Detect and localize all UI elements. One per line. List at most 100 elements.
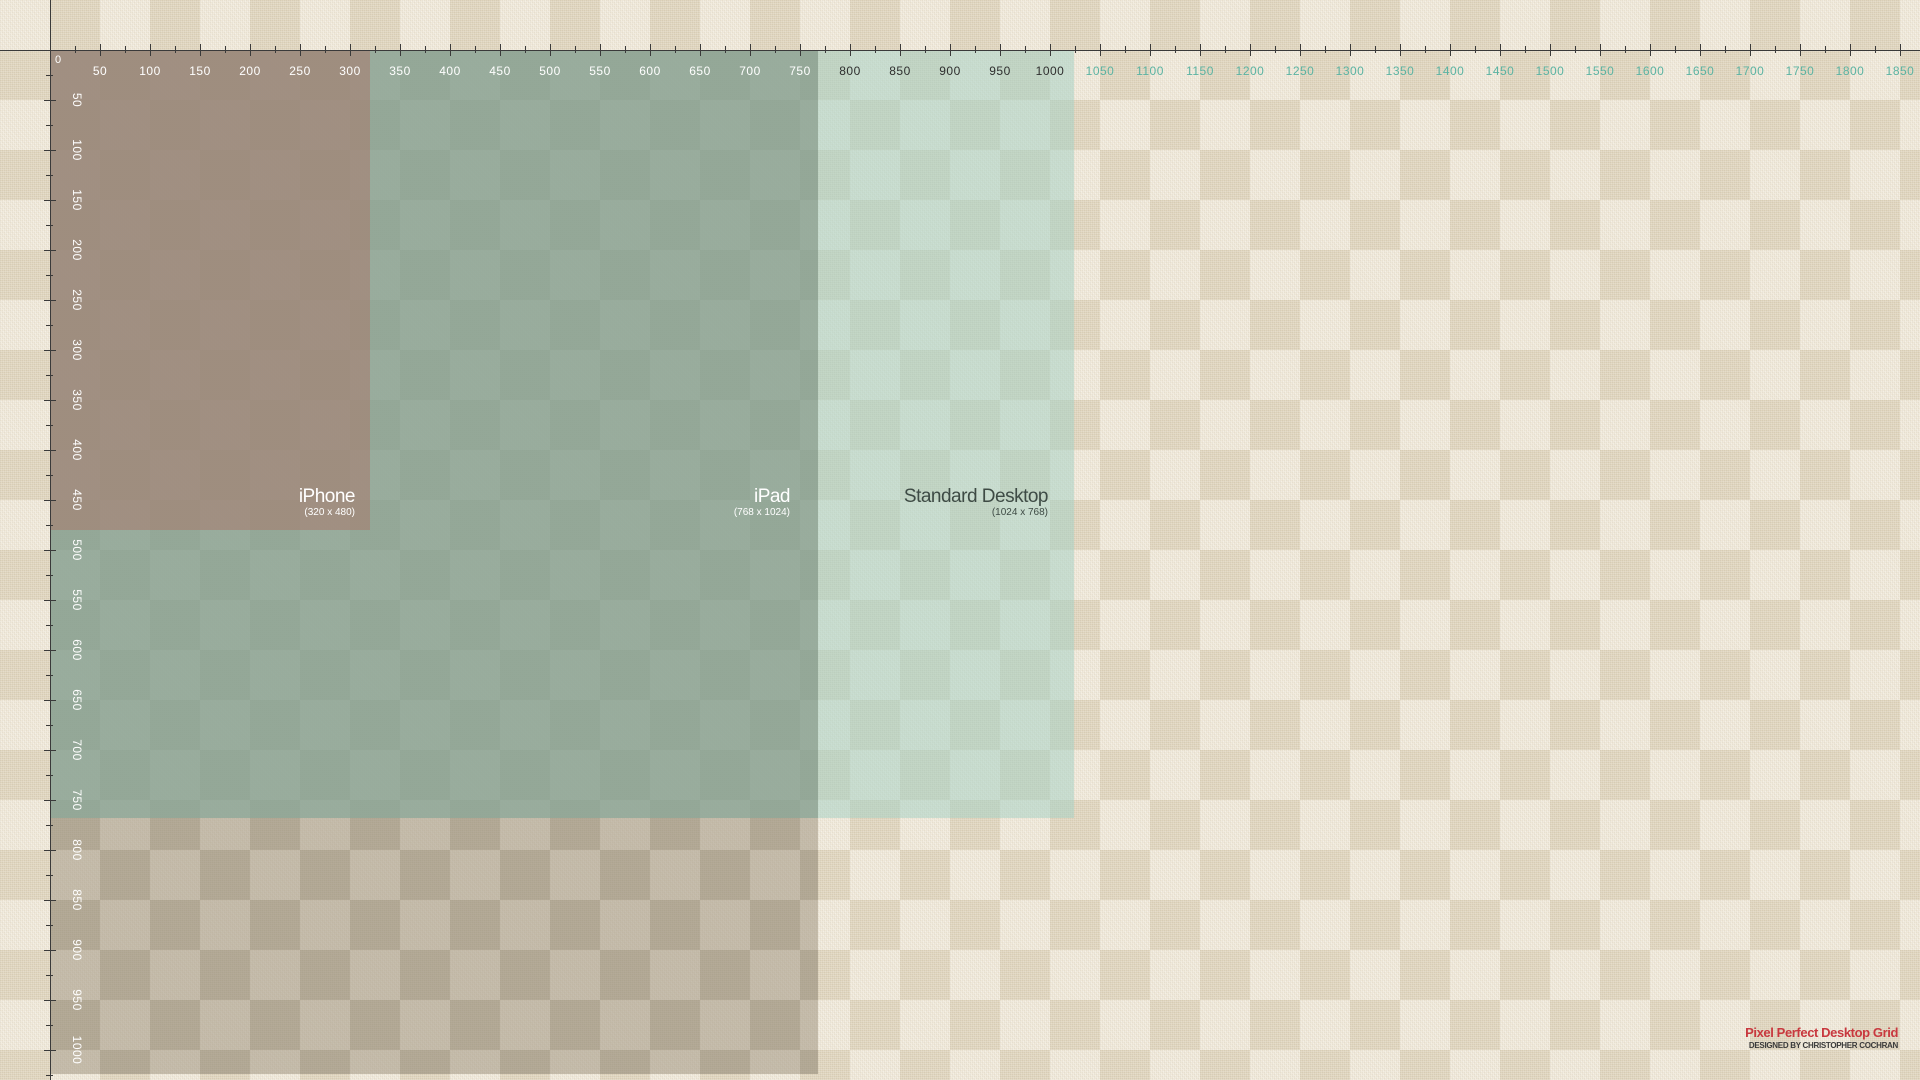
horizontal-ruler-label: 700 xyxy=(739,64,761,78)
ruler-tick xyxy=(1500,44,1501,56)
horizontal-ruler-label: 1200 xyxy=(1235,64,1265,78)
horizontal-ruler-label: 1000 xyxy=(1035,64,1065,78)
vertical-ruler-label: 600 xyxy=(70,639,84,661)
vertical-ruler xyxy=(50,0,51,1080)
ruler-tick xyxy=(200,44,201,56)
ruler-tick xyxy=(46,1075,53,1076)
ruler-tick xyxy=(225,46,226,53)
ruler-tick xyxy=(1775,46,1776,53)
ruler-tick xyxy=(150,44,151,56)
ruler-tick xyxy=(1850,44,1851,56)
ruler-tick xyxy=(44,750,56,751)
ruler-tick xyxy=(775,46,776,53)
ruler-tick xyxy=(900,44,901,56)
horizontal-ruler-label: 500 xyxy=(539,64,561,78)
vertical-ruler-label: 800 xyxy=(70,839,84,861)
ruler-tick xyxy=(1600,44,1601,56)
vertical-ruler-label: 350 xyxy=(70,389,84,411)
ruler-tick xyxy=(44,600,56,601)
ruler-tick xyxy=(875,46,876,53)
ruler-tick xyxy=(44,950,56,951)
ruler-tick xyxy=(1400,44,1401,56)
ruler-tick xyxy=(800,44,801,56)
ruler-tick xyxy=(250,44,251,56)
ruler-tick xyxy=(625,46,626,53)
ruler-tick xyxy=(46,175,53,176)
vertical-ruler-label: 300 xyxy=(70,339,84,361)
horizontal-ruler-label: 900 xyxy=(939,64,961,78)
vertical-ruler-label: 650 xyxy=(70,689,84,711)
horizontal-ruler-label: 1600 xyxy=(1635,64,1665,78)
horizontal-ruler-label: 350 xyxy=(389,64,411,78)
horizontal-ruler-label: 250 xyxy=(289,64,311,78)
ruler-tick xyxy=(275,46,276,53)
vertical-ruler-label: 1000 xyxy=(70,1035,84,1065)
ruler-tick xyxy=(1150,44,1151,56)
vertical-ruler-label: 50 xyxy=(70,92,84,108)
ruler-tick xyxy=(44,800,56,801)
ruler-tick xyxy=(44,300,56,301)
ruler-tick xyxy=(1700,44,1701,56)
footer-credit-block: Pixel Perfect Desktop Grid DESIGNED BY C… xyxy=(1745,1025,1898,1050)
vertical-ruler-label: 850 xyxy=(70,889,84,911)
horizontal-ruler-label: 1400 xyxy=(1435,64,1465,78)
ruler-tick xyxy=(1100,44,1101,56)
ruler-tick xyxy=(1625,46,1626,53)
ruler-tick xyxy=(725,46,726,53)
horizontal-ruler-label: 550 xyxy=(589,64,611,78)
ruler-tick xyxy=(1250,44,1251,56)
vertical-ruler-label: 250 xyxy=(70,289,84,311)
ruler-tick xyxy=(1575,46,1576,53)
horizontal-ruler-label: 1500 xyxy=(1535,64,1565,78)
ruler-tick xyxy=(1875,46,1876,53)
ruler-tick xyxy=(46,975,53,976)
vertical-ruler-label: 500 xyxy=(70,539,84,561)
ruler-tick xyxy=(1000,44,1001,56)
ruler-tick xyxy=(400,44,401,56)
ruler-tick xyxy=(44,550,56,551)
ruler-tick xyxy=(46,325,53,326)
horizontal-ruler-label: 1700 xyxy=(1735,64,1765,78)
ruler-tick xyxy=(175,46,176,53)
ruler-tick xyxy=(350,44,351,56)
ruler-tick xyxy=(46,875,53,876)
ruler-tick xyxy=(1125,46,1126,53)
ruler-tick xyxy=(1800,44,1801,56)
horizontal-ruler xyxy=(0,50,1920,51)
ruler-tick xyxy=(44,200,56,201)
ruler-tick xyxy=(1475,46,1476,53)
vertical-ruler-label: 950 xyxy=(70,989,84,1011)
horizontal-ruler-label: 1550 xyxy=(1585,64,1615,78)
ruler-tick xyxy=(1350,44,1351,56)
ruler-tick xyxy=(46,825,53,826)
ruler-tick xyxy=(100,44,101,56)
vertical-ruler-label: 700 xyxy=(70,739,84,761)
ruler-tick xyxy=(1075,46,1076,53)
ruler-tick xyxy=(46,225,53,226)
ruler-tick xyxy=(1175,46,1176,53)
iphone-label: iPhone (320 x 480) xyxy=(250,486,356,519)
ruler-tick xyxy=(44,50,56,51)
ruler-tick xyxy=(675,46,676,53)
ruler-tick xyxy=(75,46,76,53)
ruler-tick xyxy=(825,46,826,53)
iphone-name: iPhone xyxy=(298,486,356,507)
standard-desktop-name: Standard Desktop xyxy=(903,486,1049,507)
ruler-tick xyxy=(1550,44,1551,56)
ruler-tick xyxy=(44,850,56,851)
vertical-ruler-label: 900 xyxy=(70,939,84,961)
iphone-region xyxy=(50,50,370,530)
ruler-tick xyxy=(44,1050,56,1051)
ruler-tick xyxy=(46,275,53,276)
ipad-dimensions: (768 x 1024) xyxy=(733,507,790,518)
ruler-tick xyxy=(46,675,53,676)
ruler-tick xyxy=(46,925,53,926)
ruler-tick xyxy=(1425,46,1426,53)
ruler-tick xyxy=(44,350,56,351)
ruler-tick xyxy=(1825,46,1826,53)
vertical-ruler-label: 550 xyxy=(70,589,84,611)
horizontal-ruler-label: 1450 xyxy=(1485,64,1515,78)
ruler-tick xyxy=(1900,44,1901,56)
ruler-tick xyxy=(46,475,53,476)
horizontal-ruler-label: 1800 xyxy=(1835,64,1865,78)
